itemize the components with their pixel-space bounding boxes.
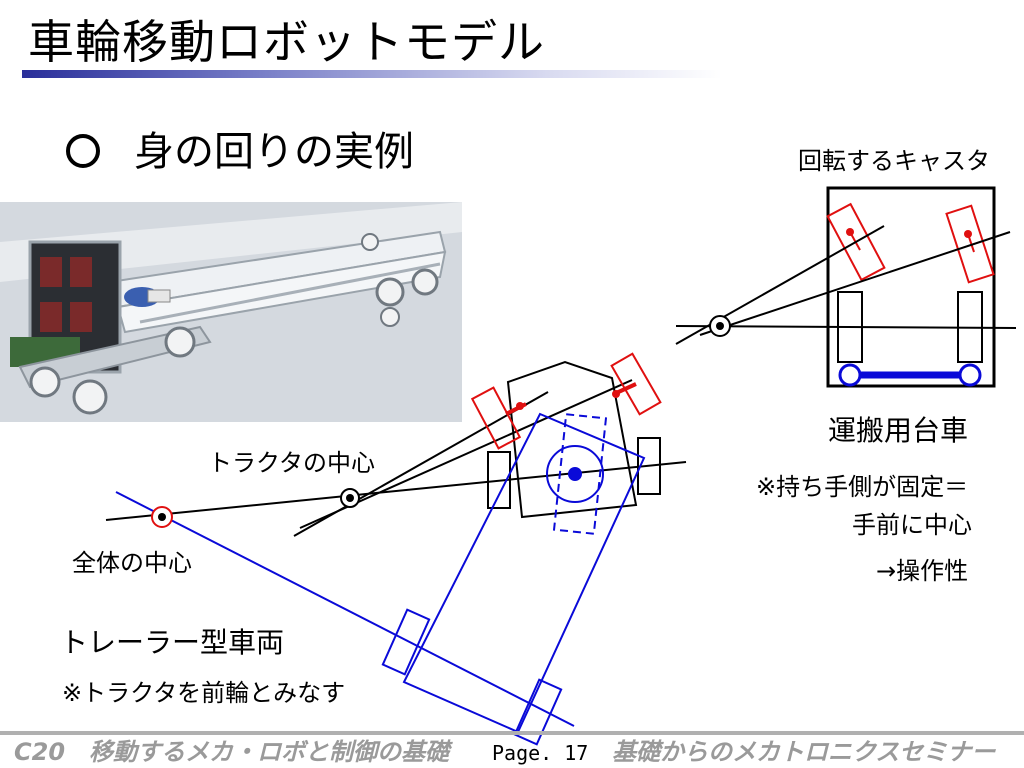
overall-center-marker (151, 506, 173, 528)
tractor-body (506, 360, 638, 519)
cart-rotation-center (709, 315, 731, 337)
trailer-body (402, 412, 646, 734)
trailer-note: ※トラクタを前輪とみなす (62, 679, 346, 707)
title-underline (22, 70, 722, 78)
trailer-label: トレーラー型車両 (60, 626, 285, 659)
slide-title: 車輪移動ロボットモデル (28, 15, 545, 69)
cart-body (826, 186, 996, 388)
trailer-wheel-right (513, 678, 563, 746)
tractor-rear-wheel-right (637, 437, 661, 495)
footer-bar (0, 731, 1024, 735)
robot-photo (0, 202, 462, 422)
robot-photo-illustration (0, 202, 462, 422)
tractor-center-label: トラクタの中心 (208, 449, 376, 477)
cart-label: 運搬用台車 (828, 414, 969, 447)
cart-caster-right (945, 204, 995, 284)
caster-label: 回転するキャスタ (798, 147, 990, 175)
trailer-wheel-left (381, 608, 431, 676)
cart-note-line2: 手前に中心 (852, 511, 972, 539)
cart-note-line1: ※持ち手側が固定＝ (756, 473, 969, 501)
tractor-rear-wheel-left (487, 451, 511, 509)
trailer-axle-line (115, 491, 575, 727)
trailer-hitch-turntable (546, 413, 608, 535)
bullet-heading: 身の回りの実例 (66, 124, 414, 180)
bullet-text: 身の回りの実例 (134, 129, 414, 175)
cart-note-line3: →操作性 (876, 557, 969, 585)
footer-seminar-title: 基礎からのメカトロニクスセミナー (612, 738, 996, 766)
overall-center-label: 全体の中心 (72, 549, 192, 577)
circle-bullet-icon (66, 134, 100, 168)
footer-course-title: C20 移動するメカ・ロボと制御の基礎 (14, 738, 450, 766)
axle-line-main (105, 461, 687, 521)
footer-page-number: Page. 17 (492, 741, 589, 765)
tractor-front-wheel-left (470, 386, 527, 450)
tractor-front-wheel-right (610, 352, 662, 416)
cart-axle (838, 363, 982, 387)
tractor-center-marker (340, 488, 360, 508)
